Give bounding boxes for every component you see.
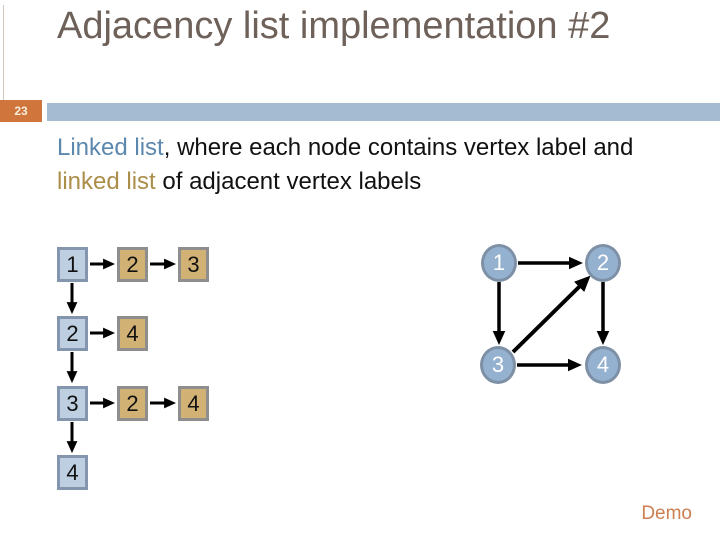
title-divider-bar xyxy=(47,103,720,121)
list-head-vertex-3: 3 xyxy=(57,386,88,421)
list-head-vertex-4: 4 xyxy=(57,455,88,490)
list-item-3-neighbor-4: 4 xyxy=(178,386,209,421)
list-item-1-neighbor-2: 2 xyxy=(117,247,148,282)
page-number-label: 23 xyxy=(14,104,28,118)
graph-node-1: 1 xyxy=(481,244,517,282)
body-highlight-linked-list-gold: linked list xyxy=(57,168,156,195)
graph-node-4: 4 xyxy=(585,346,621,384)
body-highlight-linked-list-blue: Linked list xyxy=(57,134,164,161)
arrow-graph-3-to-2 xyxy=(511,275,591,354)
page-number-badge: 23 xyxy=(0,100,42,122)
graph-node-2: 2 xyxy=(585,244,621,282)
list-head-vertex-2: 2 xyxy=(57,316,88,351)
demo-link[interactable]: Demo xyxy=(641,503,692,524)
body-text-segment: , where each node contains vertex label … xyxy=(163,134,634,161)
body-paragraph: Linked list, where each node contains ve… xyxy=(57,131,657,199)
body-text-segment-2: of adjacent vertex labels xyxy=(155,168,422,195)
page-title: Adjacency list implementation #2 xyxy=(57,5,611,47)
graph-node-3: 3 xyxy=(480,346,516,384)
list-item-1-neighbor-3: 3 xyxy=(178,247,209,282)
left-accent-line xyxy=(3,5,4,100)
list-item-3-neighbor-2: 2 xyxy=(117,386,148,421)
list-head-vertex-1: 1 xyxy=(57,247,88,282)
list-item-2-neighbor-4: 4 xyxy=(117,316,148,351)
